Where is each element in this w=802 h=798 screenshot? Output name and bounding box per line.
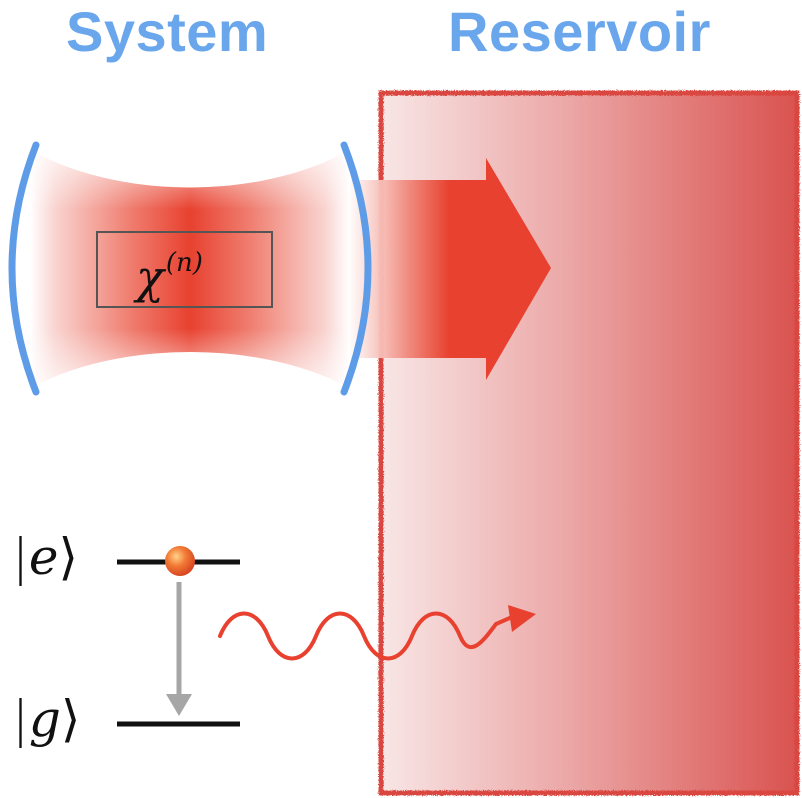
ket-angle: ⟩: [60, 690, 81, 748]
excited-state-label: |e⟩: [12, 532, 78, 582]
left-mirror: [8, 141, 40, 396]
down-arrow-icon: [166, 582, 192, 716]
chi-symbol: χ: [136, 250, 164, 304]
nonlinear-medium-box: [96, 231, 273, 308]
atom-sphere: [165, 546, 195, 576]
ground-state-symbol: g: [28, 690, 61, 748]
excited-state-symbol: e: [28, 528, 59, 586]
ket-bar: |: [12, 690, 29, 748]
ket-angle: ⟩: [58, 528, 78, 586]
wavy-arrow-icon: [218, 605, 536, 661]
system-title: System: [66, 0, 269, 63]
nonlinearity-order: (n): [165, 248, 203, 278]
nonlinearity-label: χ(n): [136, 250, 203, 300]
cavity-field: [30, 150, 350, 388]
reservoir-title: Reservoir: [448, 0, 711, 63]
ground-state-label: |g⟩: [12, 694, 80, 744]
block-arrow-icon: [348, 158, 551, 380]
right-mirror: [340, 141, 372, 396]
ket-bar: |: [12, 528, 29, 586]
